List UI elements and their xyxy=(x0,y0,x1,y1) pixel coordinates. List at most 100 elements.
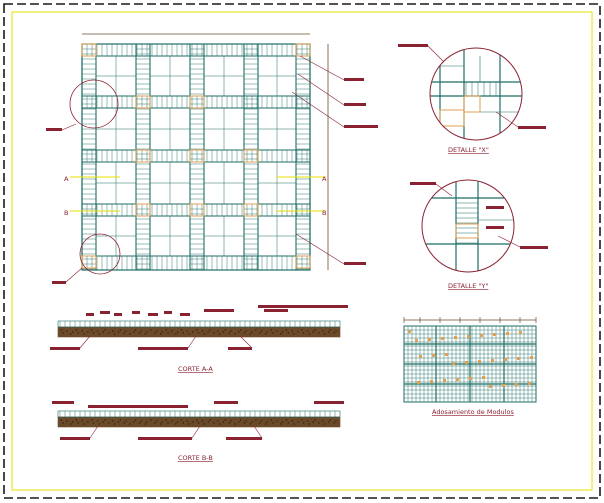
section-aggregate-dot xyxy=(96,330,99,332)
section-aggregate-dot xyxy=(81,330,83,332)
section-aggregate-dot xyxy=(71,421,74,423)
section-a-marker-left: A xyxy=(64,175,69,183)
section-aggregate-dot xyxy=(98,423,101,425)
section-aggregate-dot xyxy=(182,332,184,334)
section-aggregate-dot xyxy=(134,329,137,331)
plan-column-node xyxy=(243,203,259,217)
outer-frame xyxy=(3,3,601,499)
detail-node xyxy=(439,109,465,127)
detail-x-reference-circle xyxy=(69,79,119,129)
section-aggregate-dot xyxy=(138,332,141,334)
module-accent-cell xyxy=(491,359,494,362)
plan-callout-right-3 xyxy=(344,125,378,128)
section-tile-layer xyxy=(57,410,341,418)
module-accent-cell xyxy=(519,331,522,334)
section-b-title: CORTE B-B xyxy=(178,454,213,462)
section-aggregate-dot xyxy=(125,330,127,332)
plan-column-node xyxy=(243,149,259,163)
detail-node xyxy=(455,223,479,239)
section-aggregate-dot xyxy=(323,423,326,425)
section-aggregate-dot xyxy=(159,333,162,335)
section-aggregate-dot xyxy=(327,331,330,333)
section-aggregate-dot xyxy=(333,332,335,334)
section-aggregate-dot xyxy=(217,330,219,332)
section-aggregate-dot xyxy=(197,422,200,424)
section-aggregate-dot xyxy=(196,329,198,331)
section-aggregate-dot xyxy=(188,423,190,425)
section-aggregate-dot xyxy=(129,423,131,425)
section-aggregate-dot xyxy=(264,423,267,425)
section-aggregate-dot xyxy=(306,420,309,422)
section-aggregate-dot xyxy=(238,331,240,333)
plan-callout-right-4 xyxy=(344,262,366,265)
section-tile-layer xyxy=(57,320,341,328)
section-aggregate-dot xyxy=(176,331,179,333)
module-accent-cell xyxy=(452,362,455,365)
section-aggregate-dot xyxy=(112,330,114,332)
section-aggregate-dot xyxy=(119,329,122,331)
section-aggregate-dot xyxy=(77,332,80,334)
section-aggregate-dot xyxy=(314,329,316,331)
module-accent-cell xyxy=(467,335,470,338)
section-aggregate-dot xyxy=(113,423,116,425)
section-aggregate-dot xyxy=(329,419,331,421)
section-aggregate-dot xyxy=(186,420,188,422)
detail-circle-outline xyxy=(421,179,515,273)
section-aggregate-dot xyxy=(133,331,135,333)
module-accent-cell xyxy=(415,339,418,342)
section-aggregate-dot xyxy=(301,419,303,421)
section-aggregate-dot xyxy=(207,331,209,333)
section-aggregate-dot xyxy=(175,333,177,335)
module-accent-cell xyxy=(515,383,518,386)
module-accent-cell xyxy=(528,382,531,385)
section-aggregate-dot xyxy=(192,421,194,423)
section-aggregate-dot xyxy=(83,423,85,425)
section-aggregate-dot xyxy=(176,421,179,423)
module-accent-cell xyxy=(469,377,472,380)
plan-callout-left xyxy=(46,128,62,131)
section-aggregate-dot xyxy=(287,332,289,334)
section-aggregate-dot xyxy=(155,330,158,332)
section-aggregate-dot xyxy=(66,420,68,422)
section-aggregate-dot xyxy=(75,329,78,331)
section-aggregate-dot xyxy=(266,331,268,333)
section-aggregate-dot xyxy=(281,331,284,333)
section-aggregate-dot xyxy=(197,332,200,334)
section-b-drawing xyxy=(52,401,344,440)
plan-leader xyxy=(295,233,345,265)
section-leader xyxy=(79,335,91,349)
section-aggregate-dot xyxy=(146,331,148,333)
section-aggregate-dot xyxy=(218,423,221,425)
section-leader xyxy=(187,335,197,349)
section-aggregate-dot xyxy=(159,423,162,425)
detail-node xyxy=(463,95,481,113)
section-aggregate-dot xyxy=(318,332,320,334)
section-callout-bottom xyxy=(138,347,188,350)
section-aggregate-dot xyxy=(175,423,177,425)
section-aggregate-dot xyxy=(308,333,310,335)
detail-y-callout xyxy=(486,226,504,229)
section-aggregate-dot xyxy=(209,419,211,421)
plan-leader xyxy=(291,91,345,128)
section-b-marker-right: B xyxy=(322,209,326,217)
section-aggregate-dot xyxy=(224,419,226,421)
section-aggregate-dot xyxy=(259,422,261,424)
section-callout-bottom xyxy=(50,347,80,350)
section-aggregate-dot xyxy=(318,422,320,424)
module-accent-cell xyxy=(489,385,492,388)
section-aggregate-dot xyxy=(66,330,68,332)
section-leader xyxy=(89,425,99,439)
section-aggregate-dot xyxy=(83,333,85,335)
section-aggregate-dot xyxy=(209,329,211,331)
module-accent-cell xyxy=(454,336,457,339)
section-aggregate-dot xyxy=(123,422,125,424)
module-layout-title: Adosamiento de Modulos xyxy=(432,408,514,416)
module-accent-cell xyxy=(443,379,446,382)
plan-column-node xyxy=(189,149,205,163)
section-aggregate-dot xyxy=(251,421,253,423)
module-accent-cell xyxy=(465,361,468,364)
section-callout-bottom xyxy=(60,437,90,440)
detail-leader xyxy=(497,235,521,248)
section-callout-top xyxy=(148,313,158,316)
